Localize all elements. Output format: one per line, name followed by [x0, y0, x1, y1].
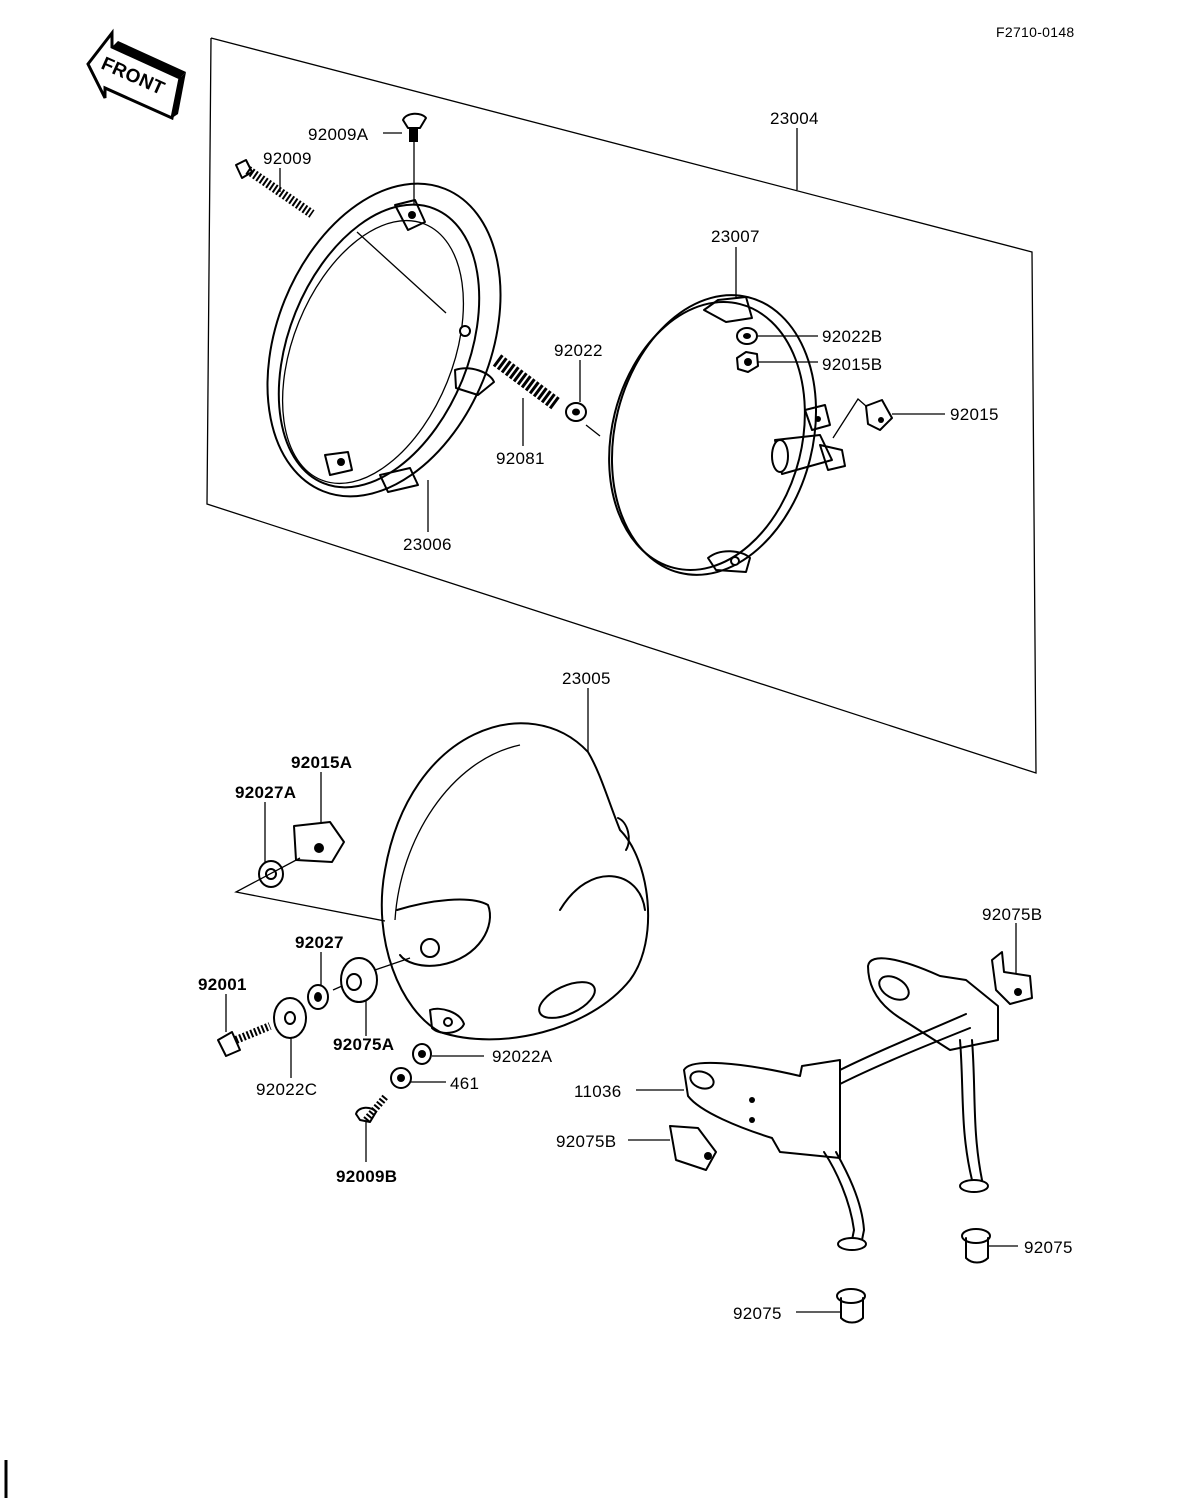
assembly-frame [206, 37, 1037, 774]
grommet-92075A [340, 957, 378, 1003]
label-23007: 23007 [711, 227, 760, 246]
label-92009: 92009 [263, 149, 312, 168]
label-23004: 23004 [770, 109, 819, 128]
label-92075B-top: 92075B [982, 905, 1042, 924]
washer-461 [390, 1067, 412, 1089]
headlight-housing-23005 [380, 722, 650, 1041]
label-92009A: 92009A [308, 125, 369, 144]
label-92075-bottom: 92075 [733, 1304, 782, 1323]
label-92015: 92015 [950, 405, 999, 424]
label-23006: 23006 [403, 535, 452, 554]
long-screw-92009 [235, 159, 315, 218]
label-92075B-left: 92075B [556, 1132, 616, 1151]
label-461: 461 [450, 1074, 479, 1093]
label-92027A: 92027A [235, 783, 296, 802]
screw-92009A [402, 112, 427, 142]
label-92027: 92027 [295, 933, 344, 952]
label-92081: 92081 [496, 449, 545, 468]
washer-92022 [565, 402, 587, 422]
label-11036: 11036 [574, 1082, 622, 1101]
label-92022: 92022 [554, 341, 603, 360]
label-92015A: 92015A [291, 753, 352, 772]
leader-lines [225, 128, 1018, 1313]
screw-92009B [355, 1093, 389, 1123]
rim-ring-23006 [266, 182, 502, 498]
label-92001: 92001 [198, 975, 247, 994]
figure-code: F2710-0148 [996, 24, 1075, 40]
bushing-92075-right [961, 1228, 991, 1264]
bushing-92075-bottom [836, 1288, 866, 1324]
washer-92022C [273, 997, 307, 1039]
label-23005: 23005 [562, 669, 611, 688]
spring-92081 [492, 354, 561, 410]
label-92022C: 92022C [256, 1080, 317, 1099]
clip-92015 [865, 399, 893, 431]
clip-92075B-top [991, 951, 1033, 1005]
label-92075A: 92075A [333, 1035, 394, 1054]
front-arrow-icon: FRONT [86, 28, 186, 121]
collar-92027 [307, 984, 329, 1010]
clip-92015A [293, 821, 345, 863]
nut-92015B [736, 351, 759, 373]
washer-92022B [736, 327, 758, 345]
label-92015B: 92015B [822, 355, 882, 374]
headlight-unit-23007 [608, 294, 846, 576]
clip-92075B-left [669, 1125, 717, 1171]
bracket-11036 [683, 957, 999, 1251]
label-92022B: 92022B [822, 327, 882, 346]
label-92009B: 92009B [336, 1167, 397, 1186]
label-92075-right: 92075 [1024, 1238, 1073, 1257]
label-92022A: 92022A [492, 1047, 553, 1066]
washer-92022A [412, 1043, 432, 1065]
bolt-92001 [217, 1022, 272, 1057]
